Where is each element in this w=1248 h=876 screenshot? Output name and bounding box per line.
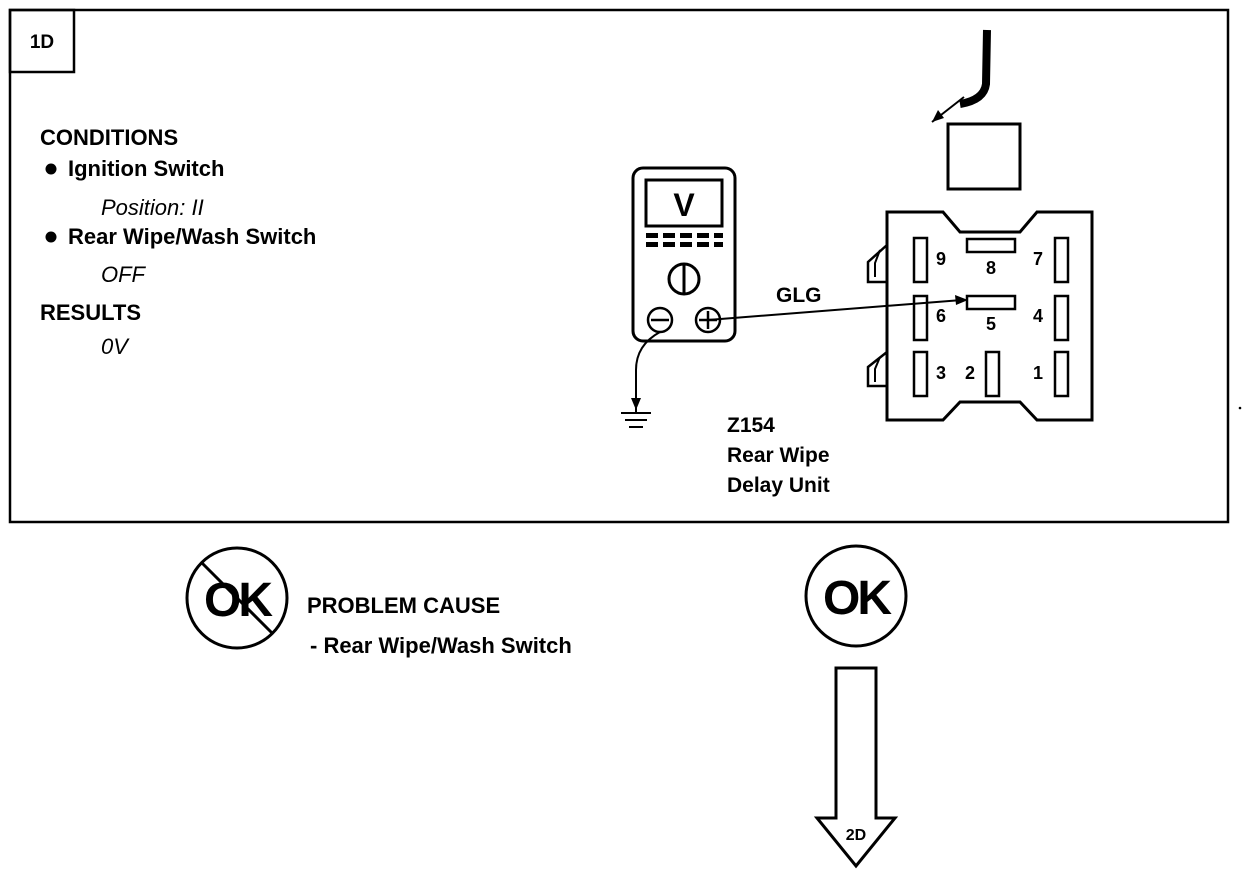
bullet-icon: [45, 231, 57, 243]
problem-cause-item: - Rear Wipe/Wash Switch: [310, 633, 572, 658]
step-id-box: [8, 8, 76, 74]
pin-label: 1: [1033, 363, 1043, 383]
pin-label: 3: [936, 363, 946, 383]
step-id: 1D: [30, 32, 54, 53]
stray-mark: [1238, 406, 1242, 410]
delay-unit-connector: [866, 210, 1094, 422]
next-step-arrow-icon: [813, 666, 899, 869]
bullet-icon: [45, 163, 57, 175]
not-ok-outcome: OK: [185, 546, 289, 650]
conditions-heading: CONDITIONS: [40, 125, 178, 150]
harness-wire: [959, 29, 991, 108]
ok-badge-icon: [804, 544, 908, 648]
results-value: 0V: [101, 334, 130, 359]
condition-label-ignition: Ignition Switch: [68, 156, 224, 181]
step-panel: [8, 8, 1230, 524]
ok-badge-text: OK: [823, 572, 892, 625]
pin-label: 5: [986, 314, 996, 334]
probe-tip-icon: [631, 398, 641, 410]
strike-line-icon: [199, 560, 275, 636]
ground-lead: [635, 331, 661, 412]
ground-icon: [621, 412, 651, 428]
next-step-label: 2D: [846, 827, 866, 844]
condition-value-wipe-switch: OFF: [101, 262, 147, 287]
results-heading: RESULTS: [40, 300, 141, 325]
component-name-line2: Delay Unit: [727, 474, 830, 497]
meter-display: V: [673, 187, 695, 223]
condition-label-wipe-switch: Rear Wipe/Wash Switch: [68, 224, 316, 249]
pin-label: 6: [936, 306, 946, 326]
pin-label: 4: [1033, 306, 1043, 326]
pin-label: 9: [936, 249, 946, 269]
ok-outcome: OK 2D: [804, 544, 908, 869]
arrowhead-icon: [932, 110, 944, 122]
pin-label: 2: [965, 363, 975, 383]
pin-label: 8: [986, 258, 996, 278]
component-code: Z154: [727, 414, 775, 437]
wire-label: GLG: [776, 284, 822, 307]
probe-tip-icon: [955, 295, 968, 305]
component-name-line1: Rear Wipe: [727, 444, 830, 467]
mating-connector: [946, 122, 1022, 191]
pin-label: 7: [1033, 249, 1043, 269]
problem-cause-heading: PROBLEM CAUSE: [307, 593, 500, 618]
condition-value-ignition: Position: II: [101, 195, 204, 220]
probe-lead: [707, 299, 963, 321]
